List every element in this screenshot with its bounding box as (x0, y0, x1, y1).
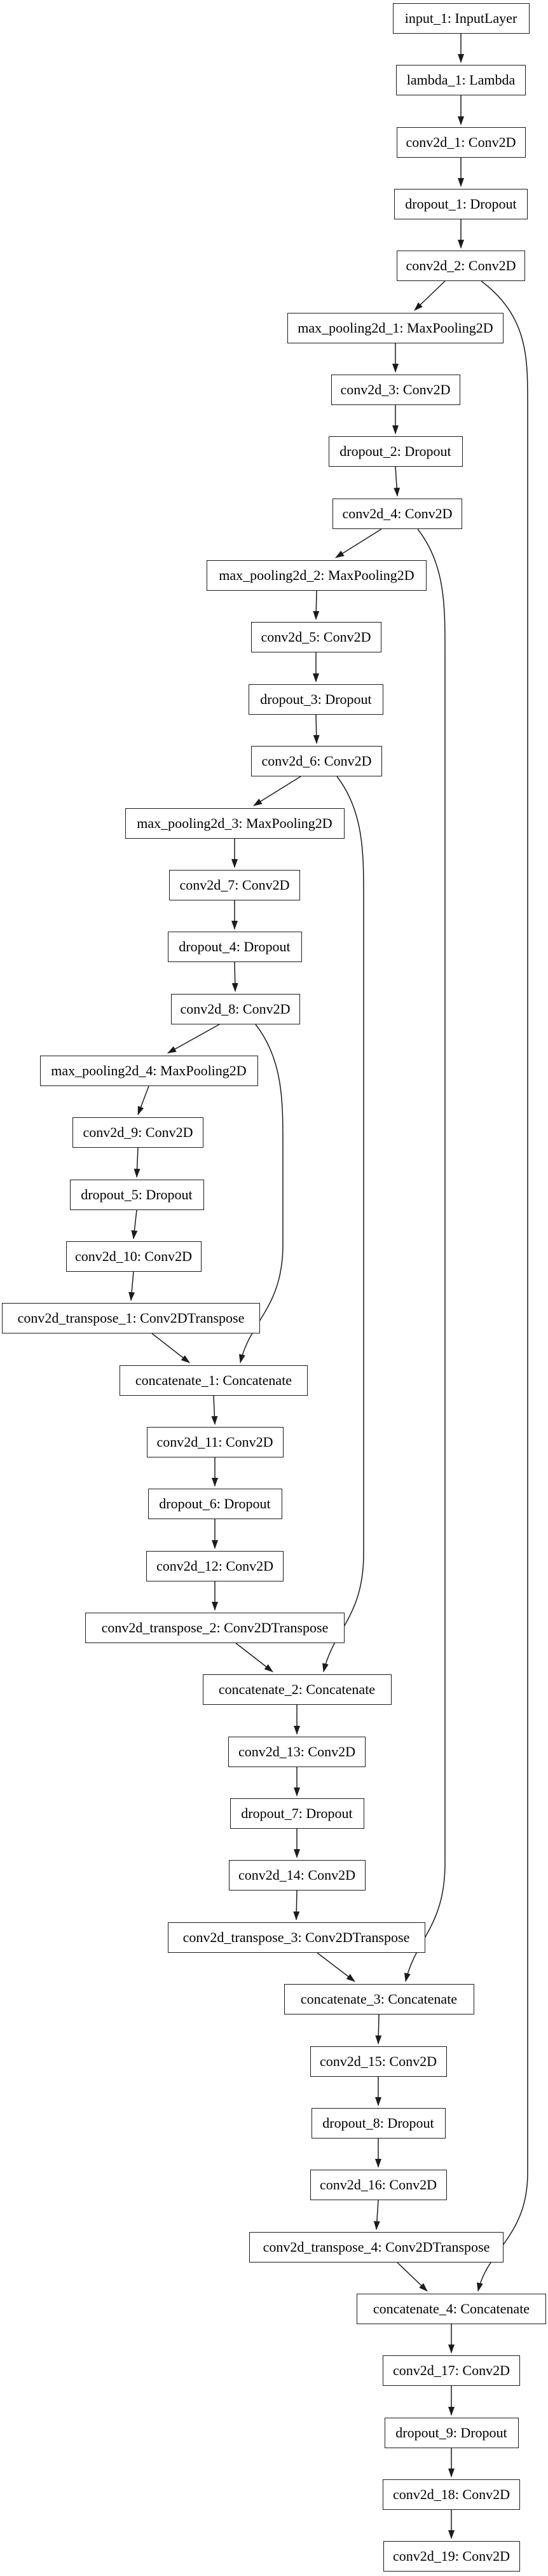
edge-conv2d_4-to-max_pooling2d_2 (335, 528, 382, 558)
node-conv2d_2: conv2d_2: Conv2D (397, 251, 525, 281)
node-concatenate_2: concatenate_2: Concatenate (202, 1674, 392, 1705)
node-conv2d_4: conv2d_4: Conv2D (332, 499, 462, 529)
node-conv2d_11: conv2d_11: Conv2D (146, 1427, 284, 1457)
edge-conv2d_14-to-conv2d_transpose_3 (293, 1890, 300, 1920)
edge-max_pooling2d_2-to-conv2d_5 (313, 590, 320, 620)
edge-conv2d_6-to-concatenate_2 (322, 776, 364, 1672)
node-max_pooling2d_2: max_pooling2d_2: MaxPooling2D (207, 560, 427, 591)
node-conv2d_transpose_4: conv2d_transpose_4: Conv2DTranspose (249, 2232, 503, 2263)
node-dropout_5: dropout_5: Dropout (69, 1180, 204, 1210)
node-dropout_9: dropout_9: Dropout (384, 2418, 519, 2448)
node-dropout_1: dropout_1: Dropout (394, 189, 528, 219)
node-conv2d_16: conv2d_16: Conv2D (310, 2170, 447, 2200)
edge-dropout_5-to-conv2d_10 (131, 1209, 138, 1239)
node-max_pooling2d_1: max_pooling2d_1: MaxPooling2D (287, 313, 503, 343)
node-concatenate_1: concatenate_1: Concatenate (120, 1365, 308, 1396)
edge-conv2d_16-to-conv2d_transpose_4 (373, 2200, 380, 2230)
node-max_pooling2d_3: max_pooling2d_3: MaxPooling2D (125, 808, 345, 839)
node-conv2d_14: conv2d_14: Conv2D (228, 1860, 366, 1891)
node-max_pooling2d_4: max_pooling2d_4: MaxPooling2D (39, 1056, 258, 1086)
edge-conv2d_4-to-concatenate_3 (404, 528, 446, 1982)
node-concatenate_3: concatenate_3: Concatenate (284, 1984, 474, 2015)
node-dropout_7: dropout_7: Dropout (229, 1798, 364, 1829)
node-conv2d_18: conv2d_18: Conv2D (383, 2479, 520, 2510)
node-conv2d_6: conv2d_6: Conv2D (251, 746, 382, 776)
node-dropout_2: dropout_2: Dropout (328, 436, 463, 467)
node-concatenate_4: concatenate_4: Concatenate (357, 2294, 546, 2324)
edge-conv2d_6-to-max_pooling2d_3 (253, 776, 301, 806)
edge-concatenate_3-to-conv2d_15 (375, 2014, 382, 2044)
node-lambda_1: lambda_1: Lambda (396, 65, 526, 95)
node-conv2d_8: conv2d_8: Conv2D (170, 994, 300, 1024)
node-conv2d_17: conv2d_17: Conv2D (383, 2355, 520, 2386)
node-dropout_4: dropout_4: Dropout (167, 932, 302, 962)
node-conv2d_transpose_1: conv2d_transpose_1: Conv2DTranspose (2, 1303, 260, 1333)
node-conv2d_transpose_3: conv2d_transpose_3: Conv2DTranspose (167, 1922, 425, 1953)
edge-conv2d_transpose_4-to-concatenate_4 (397, 2262, 428, 2292)
edge-conv2d_9-to-dropout_5 (134, 1147, 140, 1178)
edge-conv2d_2-to-concatenate_4 (477, 280, 528, 2292)
edge-conv2d_transpose_3-to-concatenate_3 (317, 1952, 355, 1982)
node-dropout_6: dropout_6: Dropout (147, 1489, 282, 1519)
node-conv2d_15: conv2d_15: Conv2D (310, 2046, 447, 2077)
node-dropout_8: dropout_8: Dropout (311, 2108, 446, 2139)
edge-conv2d_transpose_1-to-concatenate_1 (151, 1333, 190, 1363)
node-conv2d_10: conv2d_10: Conv2D (65, 1241, 202, 1272)
node-conv2d_3: conv2d_3: Conv2D (331, 375, 460, 405)
node-conv2d_9: conv2d_9: Conv2D (72, 1117, 203, 1148)
node-conv2d_transpose_2: conv2d_transpose_2: Conv2DTranspose (85, 1613, 345, 1643)
node-conv2d_19: conv2d_19: Conv2D (383, 2541, 520, 2572)
edge-conv2d_2-to-max_pooling2d_1 (414, 280, 446, 311)
edge-max_pooling2d_4-to-conv2d_9 (137, 1085, 149, 1115)
edge-conv2d_8-to-max_pooling2d_4 (167, 1024, 220, 1054)
node-conv2d_1: conv2d_1: Conv2D (396, 127, 526, 158)
edge-dropout_2-to-conv2d_4 (394, 466, 401, 497)
node-dropout_3: dropout_3: Dropout (249, 684, 383, 715)
edge-concatenate_1-to-conv2d_11 (211, 1395, 218, 1425)
node-conv2d_5: conv2d_5: Conv2D (250, 622, 381, 652)
node-conv2d_13: conv2d_13: Conv2D (228, 1737, 366, 1767)
node-input_1: input_1: InputLayer (392, 3, 530, 34)
edge-conv2d_10-to-conv2d_transpose_1 (128, 1271, 135, 1301)
edge-dropout_3-to-conv2d_6 (313, 714, 320, 744)
node-conv2d_7: conv2d_7: Conv2D (169, 870, 300, 900)
edge-conv2d_transpose_2-to-concatenate_2 (235, 1643, 273, 1672)
node-conv2d_12: conv2d_12: Conv2D (146, 1551, 284, 1581)
